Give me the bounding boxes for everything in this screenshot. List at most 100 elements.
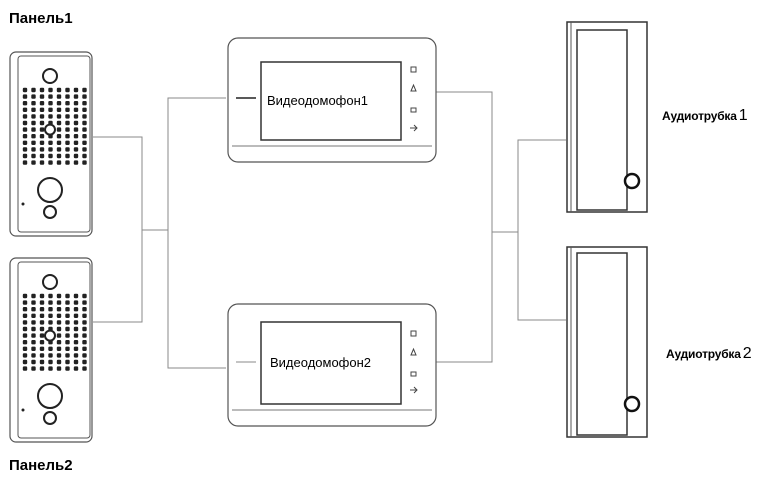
grille-hole [82,340,87,345]
call-icon [410,386,418,394]
grille-hole [56,87,62,93]
grille-hole [65,114,70,119]
grille-hole [22,293,28,299]
grille-hole [73,353,79,358]
grille-hole [48,293,53,299]
grille-hole [39,353,45,358]
grille-hole [39,160,45,165]
grille-hole [22,333,28,338]
grille-hole [39,300,45,305]
grille-hole [73,134,79,139]
grille-hole [31,120,36,126]
grille-hole [22,134,28,139]
grille-hole [31,366,36,371]
led-icon [21,202,25,206]
grille-hole [48,346,53,351]
grille-hole [39,366,45,371]
grille-hole [65,153,70,159]
grille-hole [31,313,36,318]
grille-hole [22,326,28,332]
microphone-icon [44,329,56,342]
grille-hole [39,313,45,318]
microphone-icon [44,123,56,136]
grille-hole [82,353,87,358]
grille-hole [65,87,70,93]
grille-hole [39,307,45,312]
grille-hole [31,94,36,99]
unlock-icon [410,107,417,113]
light-icon [43,205,57,219]
grille-hole [82,107,87,112]
speaker-grille-icon [22,293,87,371]
grille-hole [31,353,36,358]
grille-hole [22,147,28,152]
grille-hole [22,127,28,132]
grille-hole [22,359,28,365]
grille-hole [82,313,87,318]
grille-hole [56,340,62,345]
grille-hole [65,353,70,358]
grille-hole [65,340,70,345]
grille-hole [73,333,79,338]
handset-1-number: 1 [738,107,748,124]
grille-hole [31,346,36,351]
grille-hole [31,320,36,325]
wiring [93,91,566,369]
panel-1-label: Панель1 [9,10,73,27]
grille-hole [82,101,87,106]
grille-hole [39,333,45,338]
camera-icon [42,274,58,290]
grille-hole [73,101,79,106]
panel-front [17,261,91,439]
wire-monitor1-left [167,97,226,369]
handset-2-number: 2 [742,345,752,362]
grille-hole [31,147,36,152]
grille-hole [48,153,53,159]
light-icon [43,411,57,425]
grille-hole [56,101,62,106]
grille-hole [56,107,62,112]
grille-hole [65,326,70,332]
grille-hole [48,313,53,318]
grille-hole [31,101,36,106]
wire-panel1 [93,136,143,230]
grille-hole [22,114,28,119]
grille-hole [82,94,87,99]
grille-hole [39,114,45,119]
grille-hole [22,94,28,99]
grille-hole [22,340,28,345]
grille-hole [22,140,28,145]
grille-hole [22,160,28,165]
grille-hole [39,340,45,345]
grille-hole [22,101,28,106]
grille-hole [56,147,62,152]
grille-hole [65,300,70,305]
grille-hole [31,127,36,132]
grille-hole [56,359,62,365]
grille-hole [82,320,87,325]
grille-hole [22,366,28,371]
grille-hole [39,140,45,145]
grille-hole [22,313,28,318]
call-panel-1 [9,51,93,237]
camera-icon [42,68,58,84]
grille-hole [73,87,79,93]
grille-hole [82,293,87,299]
grille-hole [39,107,45,112]
grille-hole [73,320,79,325]
grille-hole [65,101,70,106]
grille-hole [48,107,53,112]
panel-2-label: Панель2 [9,457,73,474]
grille-hole [48,94,53,99]
grille-hole [65,160,70,165]
video-monitor-1 [227,37,437,163]
grille-hole [31,340,36,345]
grille-hole [22,353,28,358]
grille-hole [31,307,36,312]
grille-hole [73,153,79,159]
grille-hole [56,127,62,132]
grille-hole [73,94,79,99]
grille-hole [82,120,87,126]
grille-hole [39,346,45,351]
